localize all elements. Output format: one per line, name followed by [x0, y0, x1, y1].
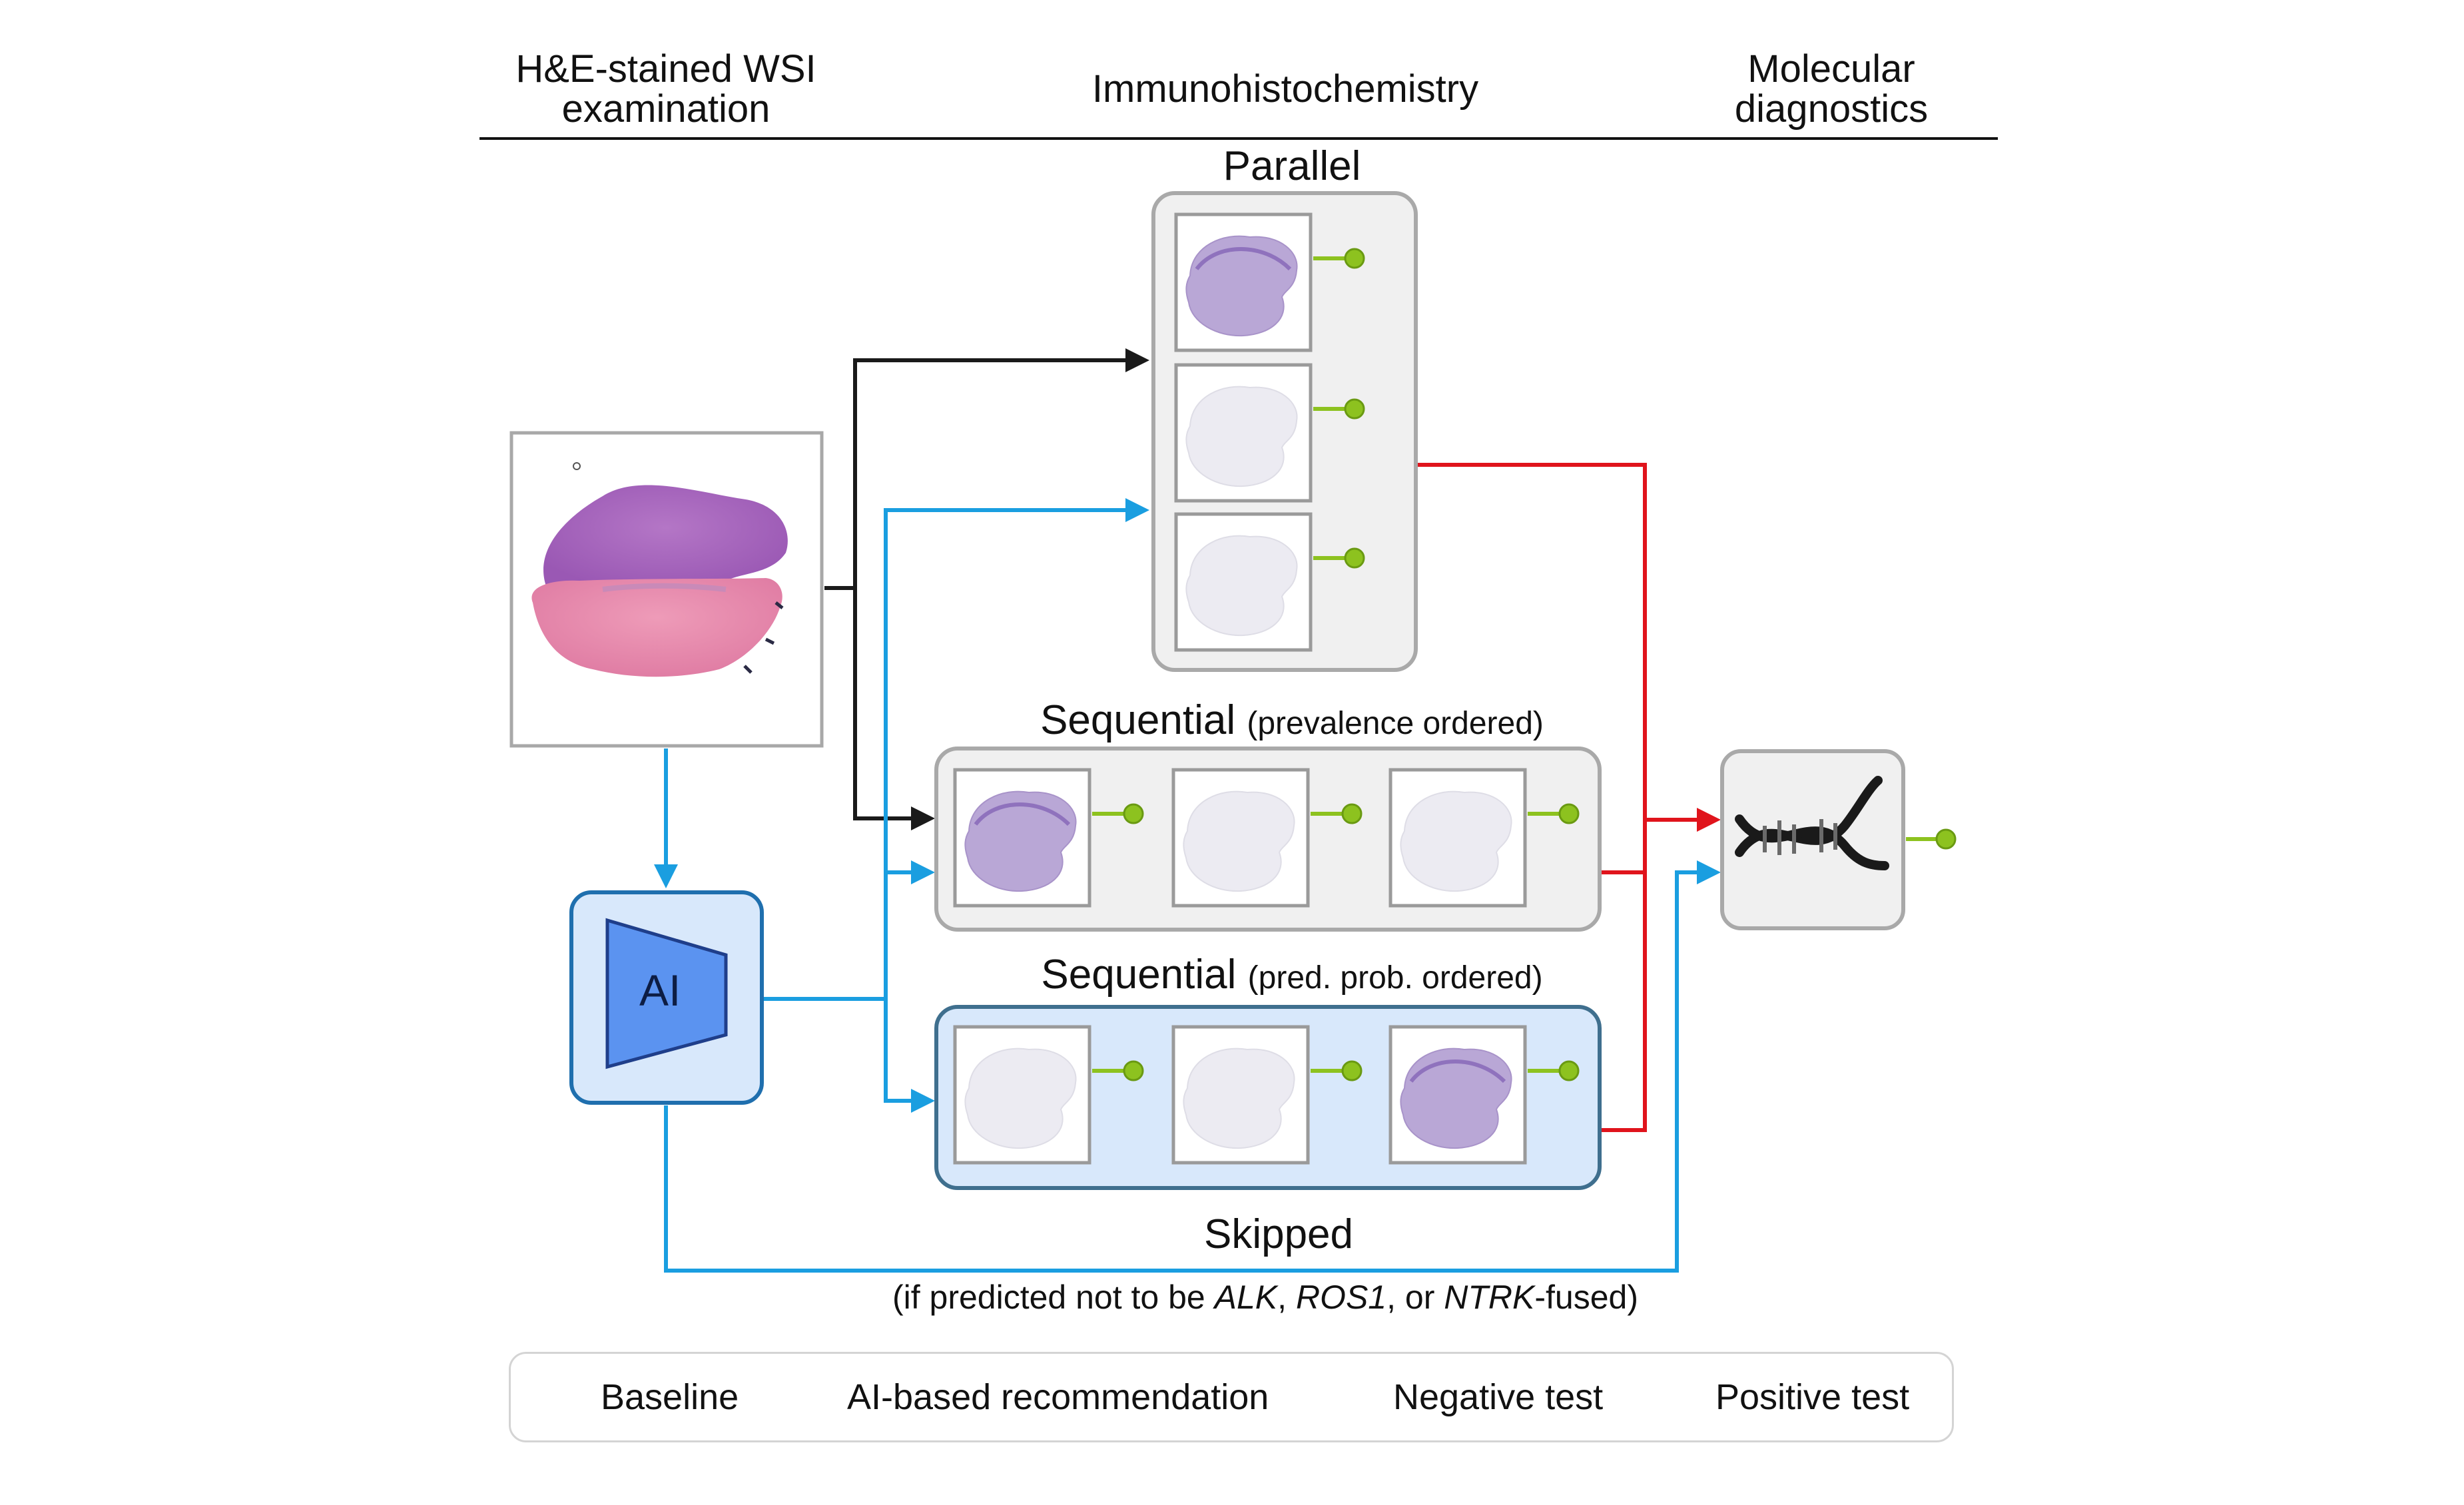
ihc-slide-thumbnail — [1171, 768, 1363, 908]
note-sep: , — [1277, 1279, 1296, 1316]
ai-arrow-seq-pred — [884, 999, 935, 1113]
ihc-slide-thumbnail — [1171, 1025, 1363, 1165]
neg-parallel-to-mol — [1319, 463, 1721, 832]
positive-test-dot — [1344, 248, 1365, 269]
column-header-he: H&E-stained WSI examination — [479, 49, 852, 129]
tissue-slide-icon — [1400, 1048, 1512, 1149]
tissue-slide-icon — [964, 790, 1077, 892]
stain-highlight — [1409, 1059, 1506, 1083]
ihc-slide-thumbnail — [1174, 363, 1365, 503]
legend-baseline-label: Baseline — [601, 1377, 739, 1417]
column-header-mol: Molecular diagnostics — [1678, 49, 1985, 129]
ai-model-box — [569, 890, 764, 1105]
legend-box — [509, 1352, 1954, 1442]
ai-arrow-skipped — [664, 860, 1721, 1273]
legend-positive-label: Positive test — [1715, 1377, 1910, 1417]
positive-test-dot — [1123, 1060, 1144, 1081]
column-header-ihc: Immunohistochemistry — [1091, 67, 1479, 111]
tissue-slide-icon — [1185, 535, 1298, 637]
section-title-skipped: Skipped — [1203, 1211, 1354, 1257]
section-title-sequential-prevalence: Sequential (prevalence ordered) — [972, 699, 1612, 745]
ai-model-icon — [605, 918, 728, 1069]
tissue-slide-icon — [1185, 235, 1298, 337]
column-header-mol-line1: Molecular — [1747, 47, 1915, 91]
legend-negative-label: Negative test — [1393, 1377, 1604, 1417]
tissue-slide-icon — [1183, 1048, 1295, 1149]
note-text: (if predicted not to be — [892, 1279, 1215, 1316]
section-title-text: Sequential — [1041, 952, 1237, 998]
tissue-slide-icon — [964, 1048, 1077, 1149]
note-text: -fused) — [1534, 1279, 1638, 1316]
ihc-slide-thumbnail — [953, 1025, 1144, 1165]
he-wsi-thumbnail — [509, 431, 824, 748]
ihc-slide-thumbnail — [953, 768, 1144, 908]
ihc-slide-thumbnail — [1388, 1025, 1580, 1165]
tissue-slide-icon — [1400, 790, 1512, 892]
section-subtitle-text: (pred. prob. ordered) — [1247, 960, 1543, 996]
positive-test-dot — [1341, 1060, 1363, 1081]
ihc-slide-thumbnail — [1174, 512, 1365, 652]
section-subtitle-text: (prevalence ordered) — [1247, 706, 1544, 741]
ai-model-label: AI — [639, 966, 681, 1015]
column-header-he-line2: examination — [561, 87, 770, 131]
ihc-slides — [953, 212, 1580, 1165]
gene-ros1: ROS1 — [1295, 1279, 1387, 1316]
gene-alk: ALK — [1214, 1279, 1278, 1316]
tissue-slide-icon — [1183, 790, 1295, 892]
ai-arrows — [654, 498, 1721, 1273]
ai-arrow-parallel — [763, 498, 1149, 1001]
baseline-arrow-parallel — [824, 348, 1149, 590]
dna-icon — [1735, 776, 1889, 870]
legend-ai-label: AI-based recommendation — [847, 1377, 1269, 1417]
positive-test-dot — [1123, 803, 1144, 824]
section-title-parallel: Parallel — [1223, 143, 1361, 189]
ihc-slide-thumbnail — [1174, 212, 1365, 352]
section-title-sequential-predprob: Sequential (pred. prob. ordered) — [972, 954, 1612, 1000]
mol-positive-connector — [1906, 828, 1957, 850]
molecular-box — [1720, 749, 1905, 930]
stain-highlight — [1195, 247, 1292, 271]
positive-test-dot — [1558, 803, 1580, 824]
gene-ntrk: NTRK — [1444, 1279, 1535, 1316]
positive-test-dot — [1341, 803, 1363, 824]
baseline-arrow-sequential — [853, 588, 935, 830]
section-title-text: Sequential — [1040, 697, 1236, 743]
stain-highlight — [974, 802, 1071, 826]
baseline-arrows — [824, 348, 1149, 830]
ihc-slide-thumbnail — [1388, 768, 1580, 908]
note-sep: , or — [1386, 1279, 1444, 1316]
column-header-mol-line2: diagnostics — [1734, 87, 1929, 131]
positive-test-dot — [1344, 547, 1365, 569]
column-header-he-line1: H&E-stained WSI — [515, 47, 816, 91]
tissue-slide-icon — [1185, 386, 1298, 487]
positive-test-dot — [1344, 398, 1365, 420]
positive-test-dot — [1558, 1060, 1580, 1081]
skipped-condition-note: (if predicted not to be ALK, ROS1, or NT… — [892, 1279, 1638, 1316]
